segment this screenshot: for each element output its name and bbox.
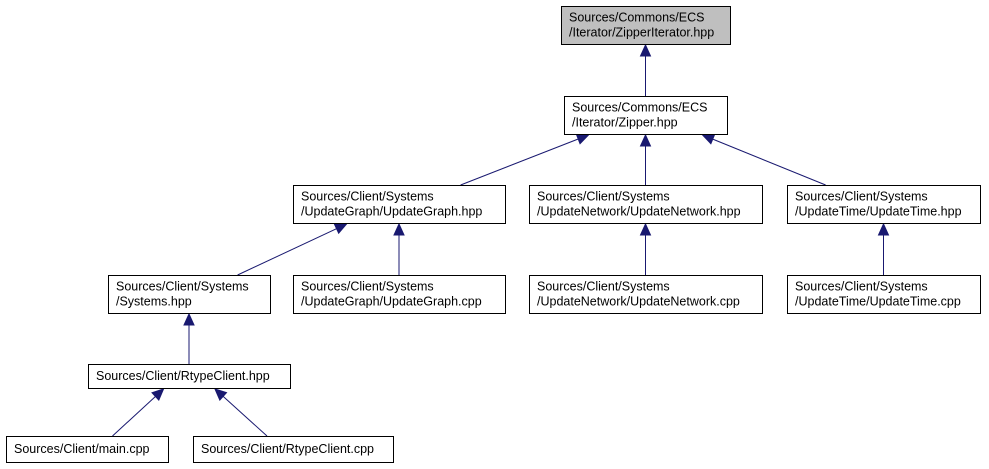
dependency-edge — [222, 396, 268, 437]
arrowhead-icon — [639, 222, 652, 236]
node-label-line: /UpdateTime/UpdateTime.cpp — [795, 295, 961, 309]
arrowhead-icon — [575, 133, 590, 145]
node-label-line: Sources/Commons/ECS — [569, 11, 704, 25]
edges-layer — [112, 43, 890, 437]
arrowhead-icon — [151, 388, 165, 402]
node-label-line: Sources/Client/RtypeClient.hpp — [96, 369, 270, 383]
file-node-update-graph-cpp[interactable]: Sources/Client/Systems/UpdateGraph/Updat… — [293, 275, 506, 314]
node-label-line: /UpdateGraph/UpdateGraph.hpp — [301, 205, 482, 219]
node-label-line: /UpdateTime/UpdateTime.hpp — [795, 205, 962, 219]
node-label-line: /UpdateGraph/UpdateGraph.cpp — [301, 295, 482, 309]
node-box — [564, 96, 728, 135]
node-box — [529, 185, 763, 224]
node-label-line: Sources/Client/main.cpp — [14, 442, 150, 456]
node-label-line: Sources/Client/Systems — [795, 190, 928, 204]
file-node-main-cpp[interactable]: Sources/Client/main.cpp — [6, 436, 169, 463]
arrowhead-icon — [639, 133, 652, 147]
node-box — [193, 436, 394, 463]
node-box — [293, 275, 506, 314]
arrowhead-icon — [214, 388, 228, 401]
arrowhead-icon — [393, 222, 405, 236]
node-box — [787, 275, 981, 314]
arrowhead-icon — [877, 222, 890, 236]
file-node-update-time-cpp[interactable]: Sources/Client/Systems/UpdateTime/Update… — [787, 275, 981, 314]
node-label-line: Sources/Client/Systems — [795, 280, 928, 294]
node-box — [88, 364, 291, 389]
node-box — [787, 185, 981, 224]
file-node-rtype-client-cpp[interactable]: Sources/Client/RtypeClient.cpp — [193, 436, 394, 463]
file-node-update-network-cpp[interactable]: Sources/Client/Systems/UpdateNetwork/Upd… — [529, 275, 763, 314]
node-label-line: Sources/Client/Systems — [301, 280, 434, 294]
node-label-line: /UpdateNetwork/UpdateNetwork.cpp — [537, 295, 740, 309]
node-label-line: /UpdateNetwork/UpdateNetwork.hpp — [537, 205, 741, 219]
file-node-zipper-iterator[interactable]: Sources/Commons/ECS/Iterator/ZipperItera… — [561, 6, 731, 45]
file-node-update-network-hpp[interactable]: Sources/Client/Systems/UpdateNetwork/Upd… — [529, 185, 763, 224]
node-label-line: /Iterator/ZipperIterator.hpp — [569, 26, 714, 40]
arrowhead-icon — [701, 133, 716, 145]
node-box — [293, 185, 506, 224]
node-label-line: Sources/Client/Systems — [537, 190, 670, 204]
file-node-update-time-hpp[interactable]: Sources/Client/Systems/UpdateTime/Update… — [787, 185, 981, 224]
node-box — [6, 436, 169, 463]
dependency-edge — [237, 228, 337, 276]
node-label-line: Sources/Client/RtypeClient.cpp — [201, 442, 374, 456]
arrowhead-icon — [333, 223, 348, 235]
arrowhead-icon — [183, 312, 195, 326]
file-node-update-graph-hpp[interactable]: Sources/Client/Systems/UpdateGraph/Updat… — [293, 185, 506, 224]
arrowhead-icon — [639, 43, 652, 57]
node-box — [108, 275, 271, 314]
file-node-rtype-client-hpp[interactable]: Sources/Client/RtypeClient.hpp — [88, 364, 291, 389]
node-label-line: Sources/Client/Systems — [116, 280, 249, 294]
node-label-line: /Systems.hpp — [116, 295, 192, 309]
node-label-line: Sources/Client/Systems — [301, 190, 434, 204]
node-label-line: /Iterator/Zipper.hpp — [572, 116, 678, 130]
dependency-edge — [712, 138, 826, 186]
file-node-systems-hpp[interactable]: Sources/Client/Systems/Systems.hpp — [108, 275, 271, 314]
node-box — [529, 275, 763, 314]
file-node-zipper[interactable]: Sources/Commons/ECS/Iterator/Zipper.hpp — [564, 96, 728, 135]
nodes-layer: Sources/Commons/ECS/Iterator/ZipperItera… — [6, 6, 981, 463]
node-label-line: Sources/Commons/ECS — [572, 101, 707, 115]
node-box — [561, 6, 731, 45]
dependency-edge — [112, 396, 156, 437]
dependency-edge — [460, 138, 579, 186]
node-label-line: Sources/Client/Systems — [537, 280, 670, 294]
